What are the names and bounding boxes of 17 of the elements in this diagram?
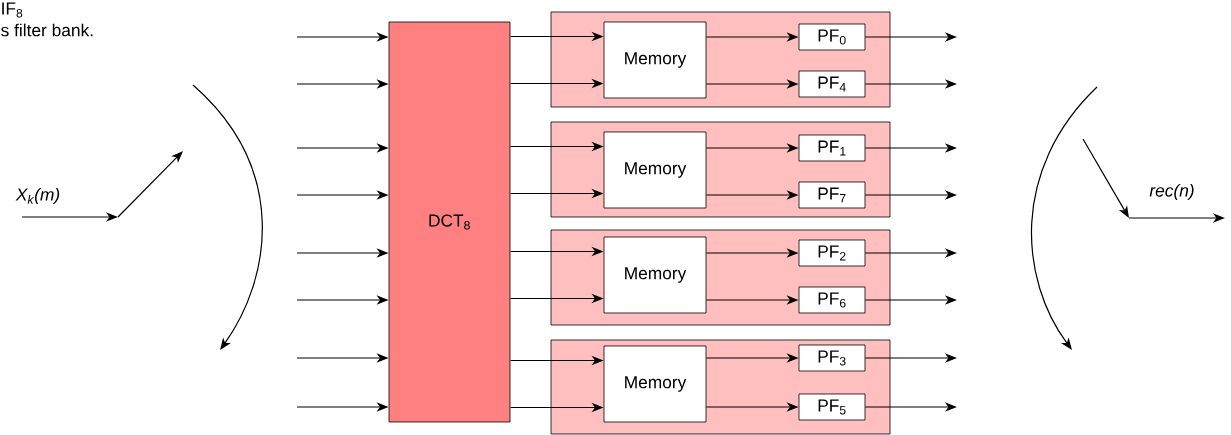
filter-box: PF$_{5}$	[798, 393, 866, 421]
memory-box: Memory	[603, 21, 707, 99]
filter-box: PF$_{7}$	[798, 181, 866, 209]
caption-text: s filter bank.	[1, 23, 93, 37]
signal-label: X$_{k}$(m)	[15, 187, 60, 205]
filter-box: PF$_{4}$	[798, 70, 866, 98]
caption-text: IF$_{8}$	[2, 2, 23, 18]
memory-box: Memory	[603, 131, 707, 209]
filter-box: PF$_{6}$	[798, 286, 866, 314]
signal-label: rec(n)	[1149, 183, 1194, 201]
memory-box: Memory	[603, 345, 707, 423]
filter-box: PF$_{1}$	[798, 134, 866, 162]
filter-box: PF$_{0}$	[798, 23, 866, 51]
filter-box: PF$_{3}$	[798, 344, 866, 372]
memory-box: Memory	[603, 236, 707, 314]
filter-box: PF$_{2}$	[798, 239, 866, 267]
transform-box: DCT$_{8}$	[388, 21, 511, 423]
